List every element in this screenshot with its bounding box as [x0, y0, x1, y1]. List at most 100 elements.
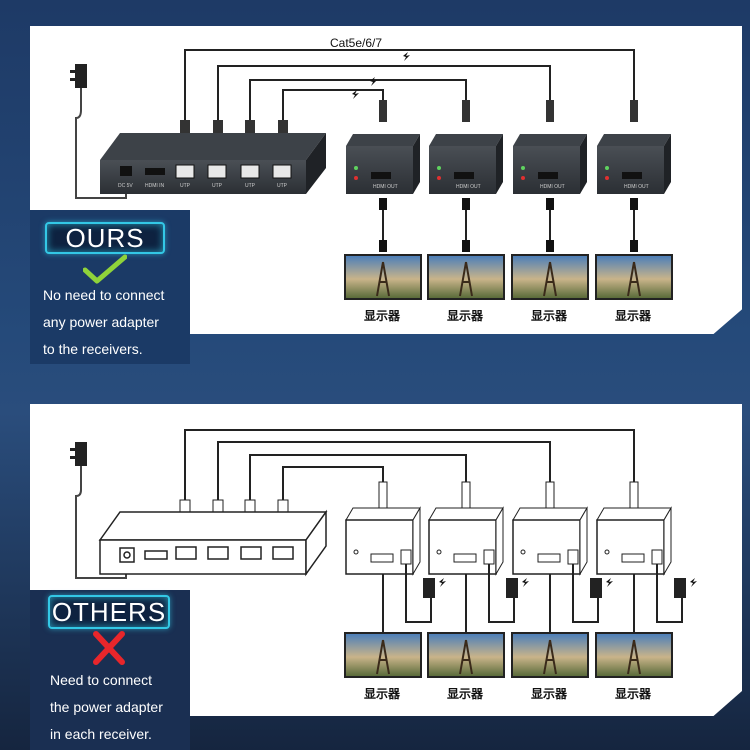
dc-port-icon — [400, 549, 412, 565]
monitor-label: 显示器 — [615, 309, 652, 323]
monitor: 显示器 — [511, 632, 589, 701]
port-label: UTP — [212, 183, 223, 189]
dc-port-icon — [120, 166, 132, 176]
hdmi-port-icon — [145, 168, 165, 175]
monitor-label: 显示器 — [447, 687, 484, 701]
monitor: 显示器 — [344, 254, 422, 323]
power-adapter-icon — [70, 442, 127, 579]
rj45-plug — [546, 100, 554, 122]
pwr-led-icon — [521, 176, 525, 180]
bolt-icon — [522, 578, 529, 587]
check-icon — [83, 254, 127, 284]
monitor: 显示器 — [511, 254, 589, 323]
port-label: UTP — [180, 183, 191, 189]
rj45-plug — [462, 100, 470, 122]
competitor-sender — [98, 509, 328, 577]
hdmi-port-icon — [622, 172, 642, 179]
pwr-led-icon — [605, 176, 609, 180]
monitor: 显示器 — [427, 254, 505, 323]
sta-led-icon — [521, 166, 525, 170]
port-label: HDMI OUT — [624, 184, 649, 190]
competitor-receiver: 显示器 — [511, 481, 613, 701]
top-sender-plugs — [180, 120, 288, 140]
receiver-unit: HDMI OUT 显示器 — [427, 100, 505, 323]
note-line: in each receiver. — [50, 726, 152, 742]
power-cable — [488, 564, 515, 623]
note-line: to the receivers. — [43, 341, 143, 357]
monitor-label: 显示器 — [447, 309, 484, 323]
cable-type-label: Cat5e/6/7 — [330, 36, 382, 50]
rj45-plug — [545, 481, 555, 509]
note-line: any power adapter — [43, 314, 159, 330]
pwr-led-icon — [437, 176, 441, 180]
power-adapter-icon — [674, 578, 686, 598]
sta-led-icon — [354, 166, 358, 170]
power-cable — [405, 564, 432, 623]
receiver-unit: HDMI OUT 显示器 — [511, 100, 589, 323]
note-line: Need to connect — [50, 672, 152, 688]
monitor: 显示器 — [595, 254, 673, 323]
port-label: UTP — [245, 183, 256, 189]
hdmi-port-icon — [454, 172, 474, 179]
bottom-cables — [184, 429, 635, 500]
pwr-led-icon — [354, 176, 358, 180]
monitor-label: 显示器 — [531, 687, 568, 701]
port-label: HDMI IN — [145, 183, 165, 189]
rj45-plug — [630, 100, 638, 122]
rj45-plug — [461, 481, 471, 509]
rj45-plug — [629, 481, 639, 509]
bottom-receivers: 显示器 显示器 显示器 显示器 — [344, 481, 697, 701]
monitor-label: 显示器 — [364, 687, 401, 701]
competitor-receiver: 显示器 — [427, 481, 529, 701]
note-line: the power adapter — [50, 699, 163, 715]
ours-badge: OURS — [45, 222, 165, 254]
sta-led-icon — [605, 166, 609, 170]
receiver-unit: HDMI OUT 显示器 — [344, 100, 422, 323]
dc-port-icon — [651, 549, 663, 565]
signal-bolt-icons — [352, 52, 410, 99]
power-cable — [572, 564, 599, 623]
competitor-receiver: 显示器 — [595, 481, 697, 701]
note-line: No need to connect — [43, 287, 165, 303]
power-cable — [656, 564, 683, 623]
hdmi-port-icon — [453, 553, 477, 563]
hdmi-port-icon — [371, 172, 391, 179]
ours-note: No need to connect any power adapter to … — [43, 282, 193, 363]
power-adapter-icon — [70, 64, 127, 199]
dc-port-icon — [483, 549, 495, 565]
hdmi-port-icon — [537, 553, 561, 563]
power-adapter-icon — [590, 578, 602, 598]
top-cables — [184, 49, 635, 120]
bolt-icon — [606, 578, 613, 587]
cross-icon — [93, 631, 125, 665]
monitor-label: 显示器 — [364, 309, 401, 323]
monitor: 显示器 — [595, 632, 673, 701]
port-label: HDMI OUT — [456, 184, 481, 190]
sta-led-icon — [437, 166, 441, 170]
monitor: 显示器 — [427, 632, 505, 701]
port-label: DC 5V — [118, 183, 133, 189]
port-label: HDMI OUT — [373, 184, 398, 190]
monitor: 显示器 — [344, 632, 422, 701]
monitor-label: 显示器 — [531, 309, 568, 323]
hdmi-port-icon — [370, 553, 394, 563]
bolt-icon — [439, 578, 446, 587]
power-adapter-icon — [506, 578, 518, 598]
rj45-plug — [378, 481, 388, 509]
port-label: UTP — [277, 183, 288, 189]
others-badge: OTHERS — [48, 595, 170, 629]
rj45-plug — [379, 100, 387, 122]
bolt-icon — [690, 578, 697, 587]
hdmi-port-icon — [621, 553, 645, 563]
power-adapter-icon — [423, 578, 435, 598]
others-note: Need to connect the power adapter in eac… — [50, 667, 190, 748]
hdmi-port-icon — [538, 172, 558, 179]
sender-transmitter: DC 5V HDMI IN UTP UTP UTP UTP — [100, 133, 326, 194]
competitor-receiver: 显示器 — [344, 481, 446, 701]
monitor-label: 显示器 — [615, 687, 652, 701]
receiver-unit: HDMI OUT 显示器 — [595, 100, 673, 323]
dc-port-icon — [567, 549, 579, 565]
port-label: HDMI OUT — [540, 184, 565, 190]
